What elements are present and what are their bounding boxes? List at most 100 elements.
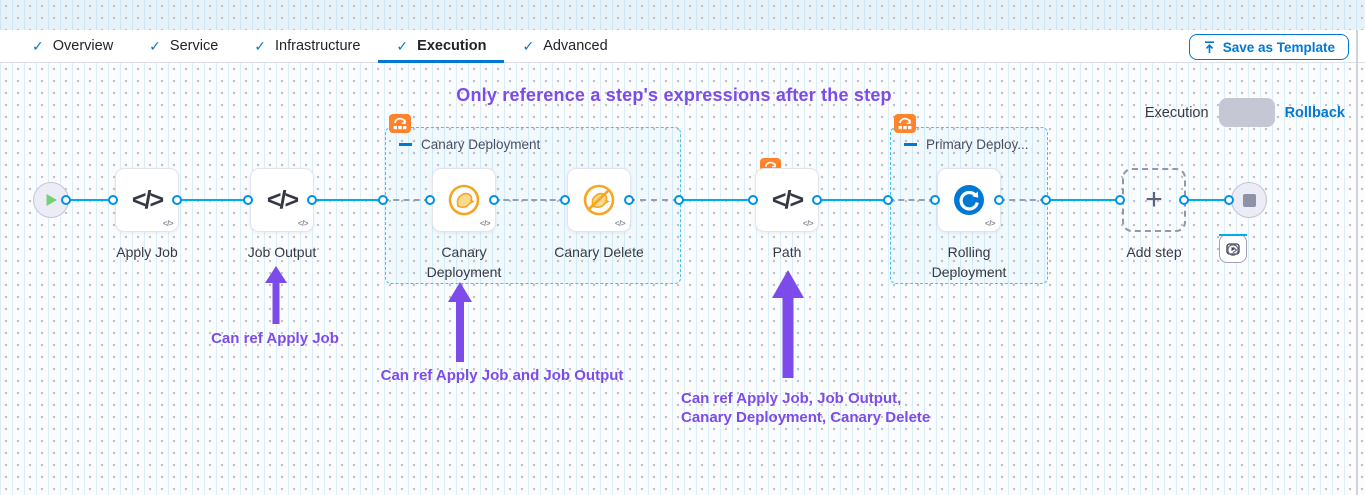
- rollback-toggle-segment[interactable]: [1218, 234, 1247, 263]
- add-step-label: Add step: [1126, 244, 1182, 260]
- check-icon: ✓: [254, 37, 266, 54]
- mini-code-icon: </>: [802, 219, 814, 228]
- tab-label: Overview: [52, 38, 114, 54]
- step-label: Apply Job: [116, 244, 178, 260]
- group-header[interactable]: Primary Deploy...: [891, 128, 1047, 152]
- connector-dashed: [999, 199, 1046, 201]
- group-header[interactable]: Canary Deployment: [386, 128, 680, 152]
- annotation-note-3-line2: Canary Deployment, Canary Delete: [681, 409, 931, 426]
- connector-dashed: [383, 199, 430, 201]
- execution-icon: [1225, 242, 1240, 255]
- annotation-note-2: Can ref Apply Job and Job Output: [380, 367, 624, 384]
- steps-group-badge-icon: [894, 114, 916, 133]
- connector-port[interactable]: [489, 195, 499, 205]
- step-label: Canary Deployment: [426, 244, 502, 280]
- connector-port[interactable]: [560, 195, 570, 205]
- panel-edge-divider: [1356, 30, 1358, 495]
- mini-code-icon: </>: [479, 219, 491, 228]
- connector-port[interactable]: [243, 195, 253, 205]
- step-canary-delete[interactable]: </>: [567, 168, 631, 232]
- save-as-template-button[interactable]: Save as Template: [1188, 34, 1349, 60]
- collapse-minus-icon[interactable]: [399, 143, 412, 146]
- connector: [66, 199, 113, 201]
- step-label: Canary Delete: [554, 244, 644, 260]
- canary-deployment-icon: [448, 184, 480, 216]
- connector-port[interactable]: [930, 195, 940, 205]
- mini-code-icon: </>: [297, 219, 309, 228]
- mini-code-icon: </>: [162, 219, 174, 228]
- step-job-output[interactable]: </> </>: [250, 168, 314, 232]
- connector-port[interactable]: [61, 195, 71, 205]
- annotation-arrow-up: [772, 270, 804, 378]
- connector-dashed: [888, 199, 935, 201]
- pipeline-canvas[interactable]: Only reference a step's expressions afte…: [0, 63, 1365, 495]
- annotation-title: Only reference a step's expressions afte…: [456, 85, 892, 105]
- execution-rollback-toggle[interactable]: [1218, 98, 1275, 263]
- step-path[interactable]: </> </>: [755, 168, 819, 232]
- connector: [312, 199, 383, 201]
- rolling-deployment-icon: [954, 185, 984, 215]
- canary-delete-icon: [583, 184, 615, 216]
- connector: [177, 199, 248, 201]
- connector-port[interactable]: [748, 195, 758, 205]
- plus-icon: +: [1145, 183, 1163, 216]
- check-icon: ✓: [32, 37, 44, 54]
- step-rolling-deployment[interactable]: </>: [937, 168, 1001, 232]
- connector-port[interactable]: [1041, 195, 1051, 205]
- rollback-icon: [1226, 243, 1239, 256]
- code-icon: </>: [266, 185, 299, 214]
- collapse-minus-icon[interactable]: [904, 143, 917, 146]
- connector-dashed: [494, 199, 565, 201]
- connector-port[interactable]: [378, 195, 388, 205]
- tab-infrastructure[interactable]: ✓ Infrastructure: [236, 30, 378, 62]
- steps-group-badge-icon: [389, 114, 411, 133]
- code-icon: </>: [771, 185, 804, 214]
- execution-mode-label: Execution: [1144, 104, 1209, 121]
- connector-port[interactable]: [108, 195, 118, 205]
- code-icon: </>: [131, 185, 164, 214]
- canvas-top-strip: [0, 0, 1365, 30]
- add-step-button[interactable]: +: [1122, 168, 1186, 232]
- tab-service[interactable]: ✓ Service: [131, 30, 236, 62]
- connector-port[interactable]: [994, 195, 1004, 205]
- connector-port[interactable]: [674, 195, 684, 205]
- tab-label: Infrastructure: [275, 38, 361, 54]
- group-title: Canary Deployment: [421, 137, 541, 152]
- check-icon: ✓: [149, 37, 161, 54]
- tab-label: Advanced: [543, 38, 608, 54]
- connector-dashed: [629, 199, 679, 201]
- play-icon: [46, 194, 57, 206]
- annotation-note-3-line1: Can ref Apply Job, Job Output,: [681, 390, 902, 407]
- execution-mode-toolbar: Execution Rollback: [1144, 98, 1345, 263]
- connector-port[interactable]: [1115, 195, 1125, 205]
- tab-advanced[interactable]: ✓ Advanced: [504, 30, 625, 62]
- tab-execution[interactable]: ✓ Execution: [378, 30, 505, 63]
- step-label: Path: [772, 244, 802, 260]
- rollback-link[interactable]: Rollback: [1284, 104, 1345, 121]
- connector: [679, 199, 753, 201]
- tab-label: Service: [169, 38, 219, 54]
- connector: [817, 199, 888, 201]
- connector-port[interactable]: [624, 195, 634, 205]
- connector: [1046, 199, 1120, 201]
- mini-code-icon: </>: [614, 219, 626, 228]
- tab-label: Execution: [417, 38, 487, 54]
- upload-icon: [1204, 40, 1214, 53]
- step-apply-job[interactable]: </> </>: [115, 168, 179, 232]
- check-icon: ✓: [522, 37, 535, 54]
- step-canary-deployment[interactable]: </>: [432, 168, 496, 232]
- pipeline-end-node[interactable]: [1231, 182, 1267, 218]
- connector-port[interactable]: [307, 195, 317, 205]
- tab-overview[interactable]: ✓ Overview: [14, 30, 131, 62]
- connector-port[interactable]: [1179, 195, 1189, 205]
- step-label: Job Output: [247, 244, 317, 260]
- connector-port[interactable]: [812, 195, 822, 205]
- stop-icon: [1242, 193, 1256, 207]
- connector-port[interactable]: [172, 195, 182, 205]
- annotation-note-1: Can ref Apply Job: [211, 330, 339, 347]
- check-icon: ✓: [396, 37, 409, 54]
- connector-port[interactable]: [1224, 195, 1234, 205]
- connector-port[interactable]: [425, 195, 435, 205]
- connector-port[interactable]: [883, 195, 893, 205]
- connector: [1184, 199, 1229, 201]
